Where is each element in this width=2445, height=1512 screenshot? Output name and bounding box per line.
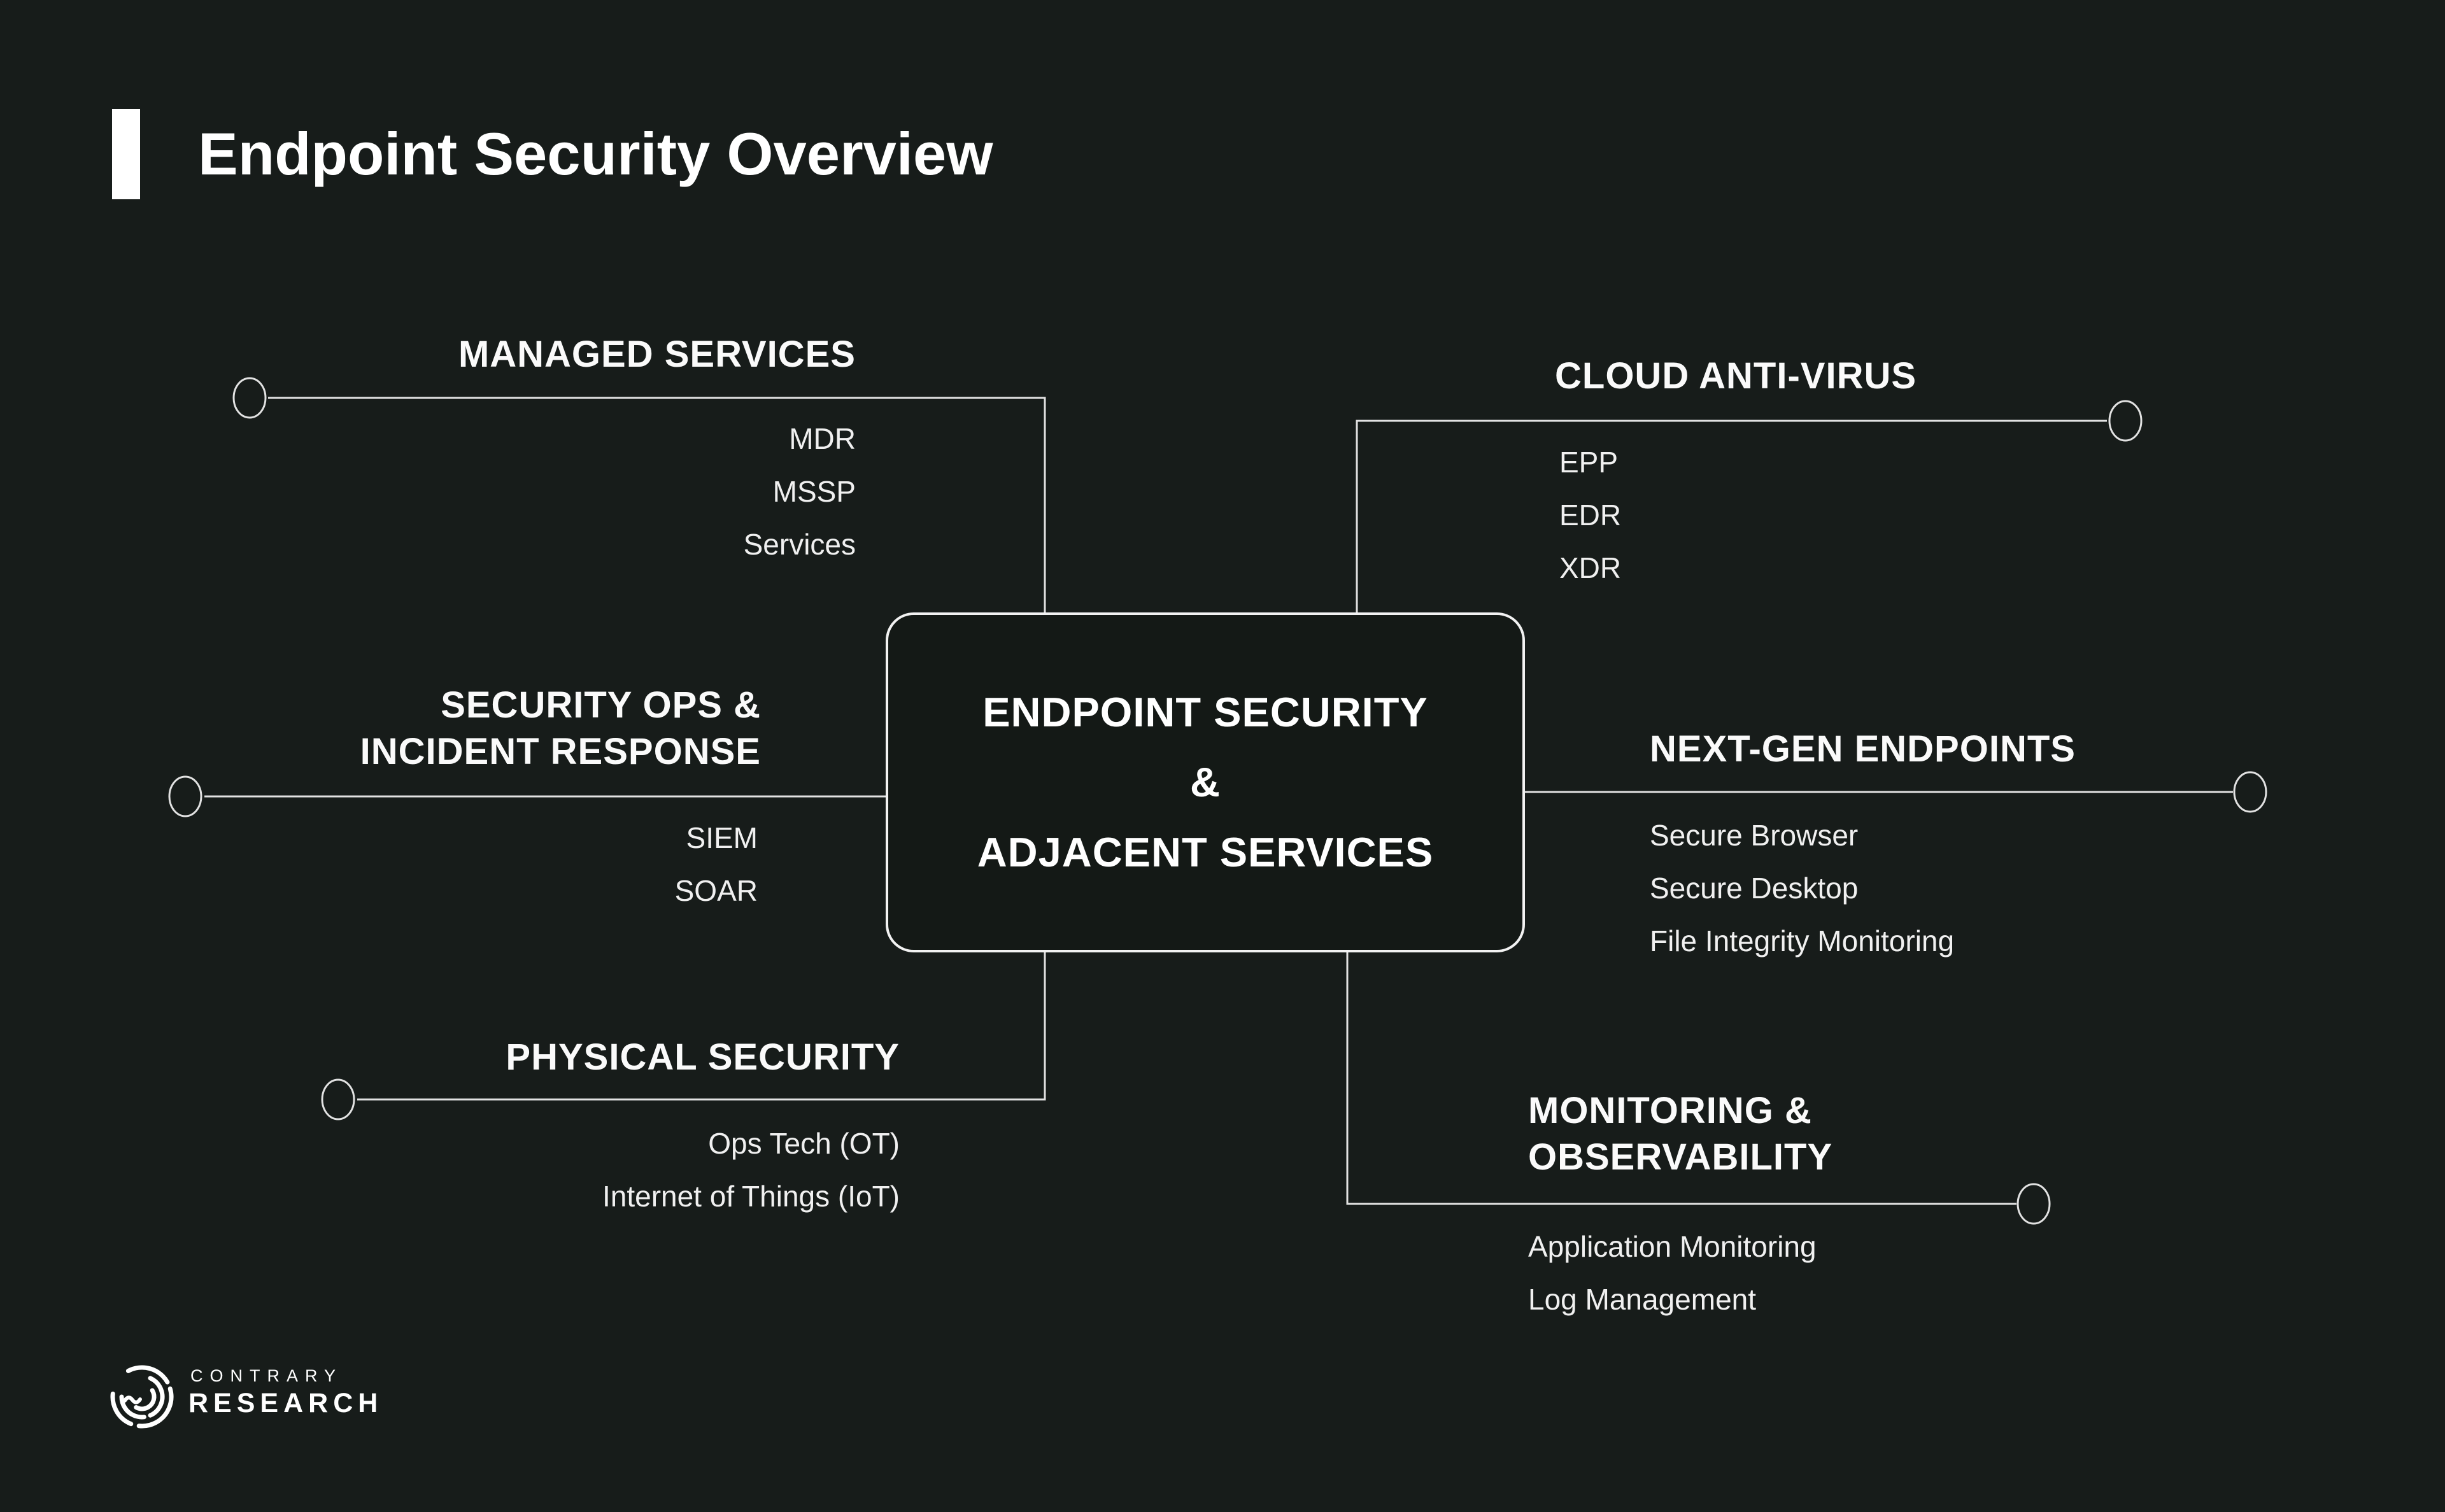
- node-circle-cloud-anti-virus: [2108, 400, 2143, 442]
- group-heading-line: PHYSICAL SECURITY: [506, 1036, 900, 1078]
- group-heading-line: MONITORING &: [1528, 1090, 1812, 1131]
- list-item: Internet of Things (IoT): [602, 1180, 900, 1213]
- contrary-logo-icon: [110, 1365, 174, 1429]
- group-heading-monitoring-observability: MONITORING & OBSERVABILITY: [1528, 1087, 1832, 1180]
- list-item: MDR: [789, 422, 856, 455]
- node-circle-managed-services: [232, 377, 267, 419]
- center-node-line: ENDPOINT SECURITY: [982, 689, 1428, 735]
- list-item: Application Monitoring: [1528, 1230, 1817, 1263]
- list-item: MSSP: [772, 475, 856, 508]
- group-heading-next-gen-endpoints: NEXT-GEN ENDPOINTS: [1650, 726, 2076, 772]
- center-node-line: ADJACENT SERVICES: [977, 829, 1434, 875]
- group-items-managed-services: MDR MSSP Services: [744, 413, 856, 571]
- list-item: Services: [743, 528, 856, 561]
- title-accent-bar: [112, 109, 140, 199]
- list-item: EPP: [1559, 446, 1619, 479]
- group-heading-physical-security: PHYSICAL SECURITY: [506, 1034, 900, 1080]
- brand-name-research: RESEARCH: [188, 1388, 383, 1418]
- list-item: Log Management: [1528, 1283, 1757, 1316]
- connector-managed-services: [268, 397, 1046, 612]
- list-item: File Integrity Monitoring: [1650, 924, 1955, 957]
- list-item: Secure Browser: [1650, 819, 1859, 852]
- group-items-next-gen-endpoints: Secure Browser Secure Desktop File Integ…: [1650, 809, 1954, 968]
- group-heading-line: NEXT-GEN ENDPOINTS: [1650, 728, 2076, 770]
- group-heading-line: OBSERVABILITY: [1528, 1136, 1833, 1178]
- group-items-cloud-anti-virus: EPP EDR XDR: [1559, 436, 1621, 595]
- node-circle-physical-security: [321, 1078, 355, 1120]
- group-heading-managed-services: MANAGED SERVICES: [458, 331, 856, 378]
- group-items-physical-security: Ops Tech (OT) Internet of Things (IoT): [602, 1117, 900, 1223]
- page-title: Endpoint Security Overview: [198, 120, 993, 187]
- center-node-line: &: [1190, 759, 1221, 805]
- group-heading-security-ops: SECURITY OPS & INCIDENT RESPONSE: [360, 682, 761, 775]
- node-circle-next-gen-endpoints: [2233, 771, 2267, 813]
- connector-cloud-anti-virus: [1356, 420, 2107, 612]
- list-item: EDR: [1559, 498, 1622, 532]
- group-heading-line: MANAGED SERVICES: [458, 334, 856, 375]
- list-item: Ops Tech (OT): [708, 1127, 900, 1160]
- list-item: XDR: [1559, 551, 1622, 584]
- group-items-monitoring-observability: Application Monitoring Log Management: [1528, 1220, 1817, 1326]
- node-circle-monitoring-observability: [2016, 1183, 2051, 1225]
- list-item: SIEM: [686, 821, 758, 854]
- group-heading-cloud-anti-virus: CLOUD ANTI-VIRUS: [1555, 353, 1917, 399]
- group-heading-line: CLOUD ANTI-VIRUS: [1555, 355, 1917, 397]
- list-item: Secure Desktop: [1650, 872, 1859, 905]
- group-heading-line: SECURITY OPS &: [441, 684, 761, 726]
- group-items-security-ops: SIEM SOAR: [675, 812, 758, 917]
- brand-name-contrary: CONTRARY: [190, 1366, 343, 1385]
- list-item: SOAR: [674, 874, 758, 907]
- group-heading-line: INCIDENT RESPONSE: [360, 731, 761, 772]
- center-node-endpoint-security: ENDPOINT SECURITY & ADJACENT SERVICES: [886, 612, 1525, 952]
- node-circle-security-ops: [168, 775, 202, 817]
